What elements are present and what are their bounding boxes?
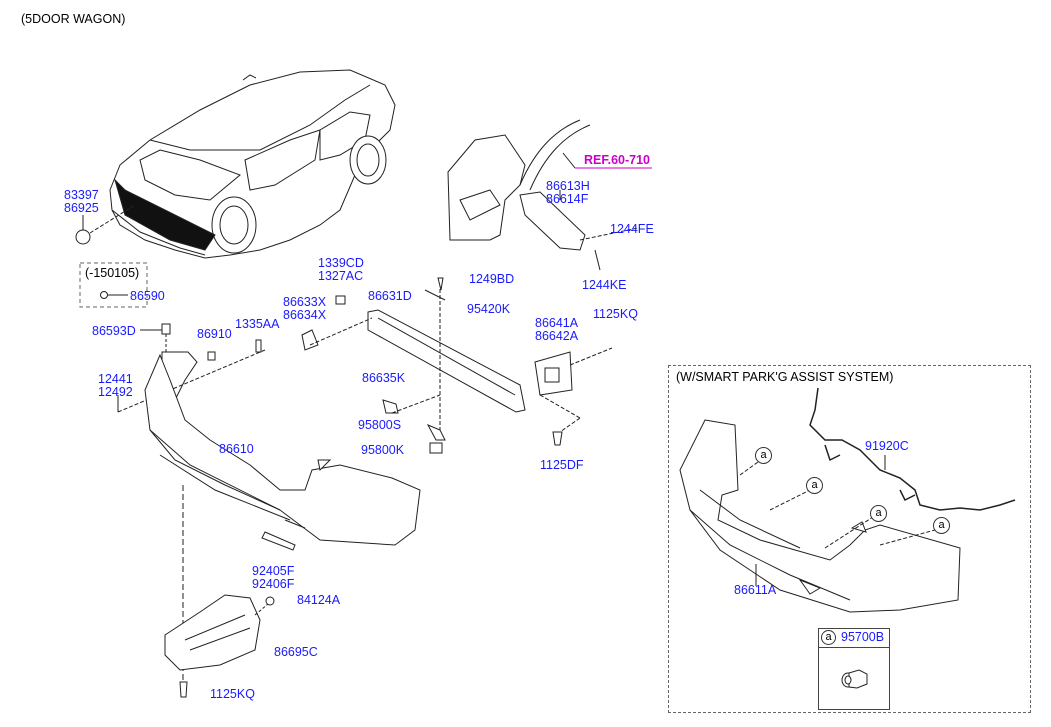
part-number: 12441 [98, 372, 133, 386]
part-label-1125DF[interactable]: 1125DF [540, 458, 584, 472]
part-label-86635K[interactable]: 86635K [362, 371, 406, 385]
reference-link[interactable]: REF.60-710 [584, 153, 651, 167]
part-label-86613H[interactable]: 86613H 86614F [546, 180, 590, 206]
part-label-95420K[interactable]: 95420K [467, 302, 511, 316]
part-label-86610[interactable]: 86610 [219, 442, 254, 456]
part-number: 86642A [535, 329, 579, 343]
spas-box-title: (W/SMART PARK'G ASSIST SYSTEM) [676, 370, 894, 384]
part-number: 86634X [283, 308, 327, 322]
part-label-1125KQ-top[interactable]: 1125KQ [593, 307, 638, 321]
part-label-95800S[interactable]: 95800S [358, 418, 402, 432]
part-label-86910[interactable]: 86910 [197, 327, 232, 341]
part-label-91920C[interactable]: 91920C [865, 439, 909, 453]
sensor-legend-box: a 95700B [818, 628, 890, 710]
callout-a-3: a [870, 505, 887, 522]
callout-a-4: a [933, 517, 950, 534]
part-label-emblem[interactable]: 83397 86925 [64, 189, 99, 215]
part-label-1335AA[interactable]: 1335AA [235, 317, 280, 331]
part-number: 83397 [64, 188, 99, 202]
part-number: 86925 [64, 201, 99, 215]
part-label-95700B[interactable]: 95700B [841, 630, 885, 644]
part-label-1244FE[interactable]: 1244FE [610, 222, 654, 236]
car-illustration [109, 69, 396, 259]
parking-sensor-icon [841, 669, 868, 689]
part-number: 86614F [546, 192, 589, 206]
part-label-84124A[interactable]: 84124A [297, 593, 341, 607]
date-range-note: (-150105) [85, 266, 140, 280]
bumper-illustration [144, 353, 421, 551]
diagram-title: (5DOOR WAGON) [21, 12, 126, 26]
callout-a-2: a [806, 477, 823, 494]
part-label-1339CD[interactable]: 1339CD 1327AC [318, 257, 364, 283]
part-label-86633X[interactable]: 86633X 86634X [283, 296, 326, 322]
part-number: 86613H [546, 179, 590, 193]
callout-a-1: a [755, 447, 772, 464]
part-label-1244KE[interactable]: 1244KE [582, 278, 627, 292]
part-label-95800K[interactable]: 95800K [361, 443, 405, 457]
beam-illustration [301, 277, 526, 454]
part-label-92405F[interactable]: 92405F 92406F [252, 565, 294, 591]
spas-option-box [668, 365, 1031, 713]
quarter-panel-illustration [447, 119, 652, 271]
part-number: 12492 [98, 385, 133, 399]
part-number: 92405F [252, 564, 295, 578]
part-label-12441[interactable]: 12441 12492 [98, 373, 133, 399]
part-number: 92406F [252, 577, 295, 591]
wiring-harness-illustration [809, 387, 1016, 511]
part-number: 1327AC [318, 269, 364, 283]
part-label-86611A[interactable]: 86611A [734, 583, 777, 597]
legend-header: a 95700B [819, 629, 889, 648]
part-label-86641A[interactable]: 86641A 86642A [535, 317, 578, 343]
part-number: 1339CD [318, 256, 364, 270]
part-number: 86641A [535, 316, 579, 330]
spas-bumper-illustration [679, 419, 961, 613]
legend-callout-a: a [821, 630, 836, 645]
part-number: 86633X [283, 295, 327, 309]
part-label-86593D[interactable]: 86593D [92, 324, 136, 338]
part-label-1249BD[interactable]: 1249BD [469, 272, 515, 286]
part-label-86631D[interactable]: 86631D [368, 289, 412, 303]
part-label-1125KQ-bottom[interactable]: 1125KQ [210, 687, 255, 701]
part-label-86590[interactable]: 86590 [130, 289, 165, 303]
part-label-86695C[interactable]: 86695C [274, 645, 318, 659]
